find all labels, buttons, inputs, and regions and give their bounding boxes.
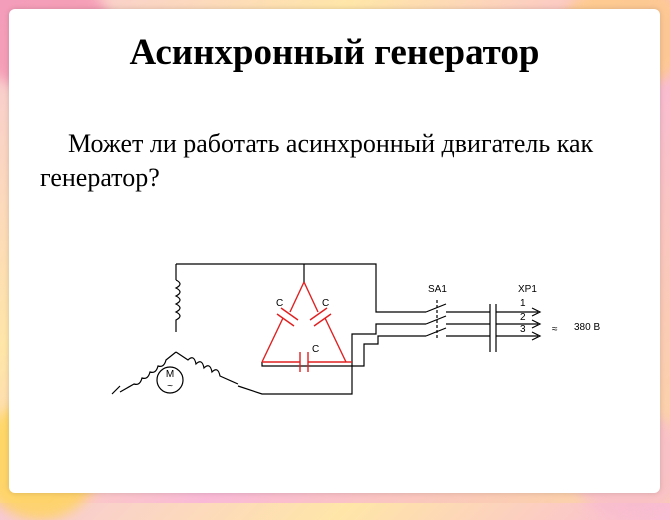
slide-title: Асинхронный генератор: [129, 32, 540, 73]
motor-symbol: M ~: [156, 366, 184, 394]
capacitor-label: C: [322, 298, 329, 309]
capacitor-label: C: [312, 344, 319, 355]
switch-label: SA1: [428, 284, 447, 295]
motor-ac-symbol: ~: [167, 381, 173, 392]
connector-label: XP1: [518, 284, 537, 295]
voltage-label: 380 В: [574, 322, 600, 333]
capacitor-triangle: [261, 281, 352, 372]
capacitor-label: C: [276, 298, 283, 309]
ac-symbol: ≈: [552, 324, 558, 335]
connector-xp1: [489, 304, 542, 352]
slide-question: Может ли работать асинхронный двигатель …: [40, 129, 594, 192]
line-number: 2: [520, 312, 526, 323]
generator-circuit-diagram: M ~ C C C SA1: [111, 263, 600, 395]
motor-letter: M: [166, 369, 174, 380]
line-number: 3: [520, 324, 526, 335]
slide: Асинхронный генератор Может ли работать …: [9, 9, 660, 493]
switch-sa1: [425, 300, 490, 340]
wiring: [111, 263, 426, 395]
line-number: 1: [520, 298, 526, 309]
